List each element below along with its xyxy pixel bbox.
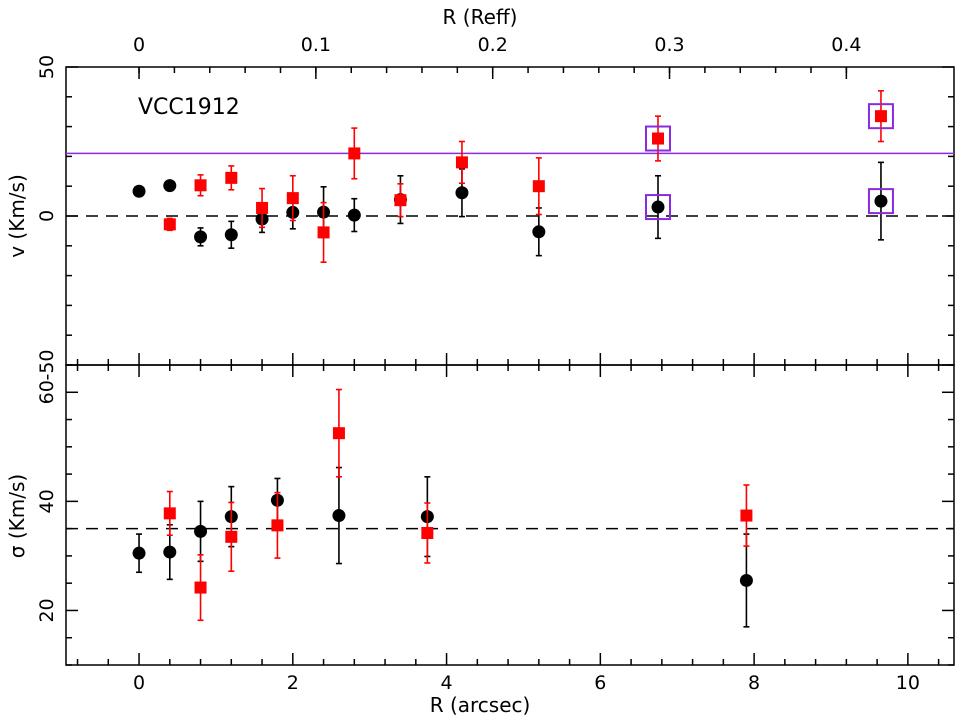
x-tick-label: 8 (748, 672, 760, 694)
data-point-circle (455, 186, 469, 200)
data-point-square (194, 581, 207, 594)
galaxy-annotation: VCC1912 (138, 95, 240, 120)
data-point-circle (194, 524, 208, 538)
highlight-box (867, 188, 894, 215)
panel-frame (65, 364, 955, 666)
top-tick-label: 0.3 (654, 34, 684, 56)
x-tick-label: 2 (287, 672, 299, 694)
top-tick-label: 0.4 (831, 34, 861, 56)
data-point-circle (347, 208, 361, 222)
data-point-square (652, 132, 664, 145)
data-point-square (225, 530, 238, 543)
data-point-circle (874, 194, 888, 208)
data-point-square (740, 509, 753, 522)
x-tick-label: 0 (133, 672, 145, 694)
top-tick-label: 0.2 (478, 34, 508, 56)
data-point-square (532, 180, 545, 193)
x-axis-title: R (arcsec) (430, 693, 531, 717)
top-tick-label: 0.1 (301, 34, 331, 56)
data-point-circle (532, 225, 546, 239)
velocity-axis-title: v (Km/s) (5, 174, 29, 258)
data-point-circle (194, 230, 208, 244)
data-point-circle (132, 184, 146, 198)
data-point-square (332, 427, 345, 440)
data-point-square (317, 226, 330, 239)
y-tick-label: 60 (36, 380, 58, 404)
data-point-square (163, 507, 176, 520)
data-point-circle (132, 546, 146, 560)
top-tick-label: 0 (133, 34, 145, 56)
top-axis-title: R (Reff) (443, 5, 518, 29)
y-tick-label: 0 (36, 210, 58, 222)
data-point-circle (332, 509, 346, 523)
data-point-square (194, 179, 207, 192)
data-point-square (455, 156, 468, 169)
data-point-square (348, 147, 361, 160)
data-point-square (225, 171, 238, 184)
data-point-square (874, 110, 887, 123)
highlight-box (867, 103, 894, 130)
data-point-circle (739, 573, 753, 587)
data-point-square (421, 527, 434, 539)
dispersion-panel: 20 40 60 0 2 4 6 8 10 (36, 364, 955, 694)
data-point-square (286, 192, 299, 205)
highlight-box (645, 194, 671, 221)
data-point-circle (651, 200, 665, 214)
data-point-circle (163, 179, 177, 193)
y-tick-label: 50 (36, 55, 58, 79)
data-point-square (256, 201, 269, 214)
y-tick-label: 40 (36, 489, 58, 513)
data-point-circle (224, 228, 238, 242)
data-point-circle (163, 545, 177, 559)
data-point-square (271, 519, 284, 532)
data-point-square (394, 194, 407, 207)
highlight-box (645, 125, 671, 152)
y-tick-label: 20 (36, 598, 58, 622)
dispersion-axis-title: σ (Km/s) (5, 474, 29, 558)
y-tick-label: -50 (36, 349, 58, 380)
velocity-panel: -50 0 50 0 0.1 0.2 0.3 0.4 (36, 34, 955, 381)
x-tick-label: 10 (896, 672, 920, 694)
x-tick-label: 6 (594, 672, 606, 694)
data-point-square (163, 218, 176, 231)
x-tick-label: 4 (441, 672, 453, 694)
